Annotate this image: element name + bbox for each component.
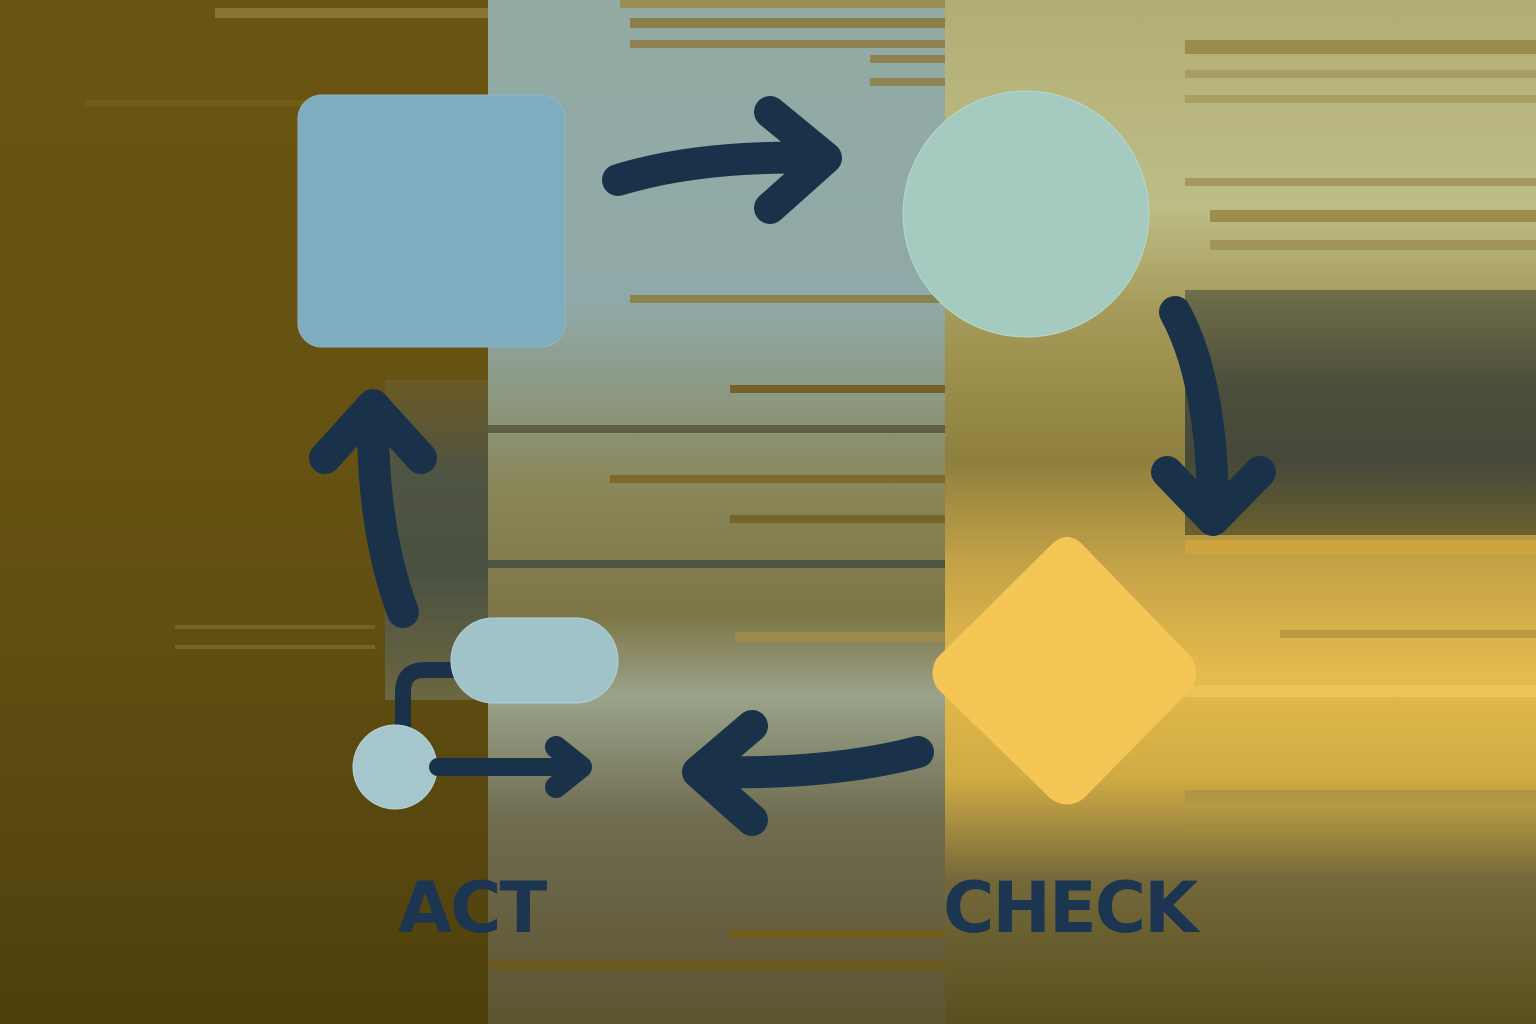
act-label: ACT — [398, 867, 547, 949]
flow-connector-line — [395, 662, 455, 728]
arrow-down-icon — [1151, 296, 1276, 536]
plan-square-node — [297, 94, 566, 348]
arrow-right-icon — [602, 96, 842, 224]
check-diamond-node — [932, 537, 1196, 805]
flow-circle-node — [352, 724, 438, 810]
check-label: CHECK — [943, 867, 1198, 949]
flow-pill-node — [450, 617, 619, 704]
arrow-left-icon — [682, 710, 934, 836]
do-circle-node — [902, 90, 1150, 338]
arrow-up-icon — [309, 389, 437, 628]
flow-arrow-right-icon — [429, 736, 592, 798]
